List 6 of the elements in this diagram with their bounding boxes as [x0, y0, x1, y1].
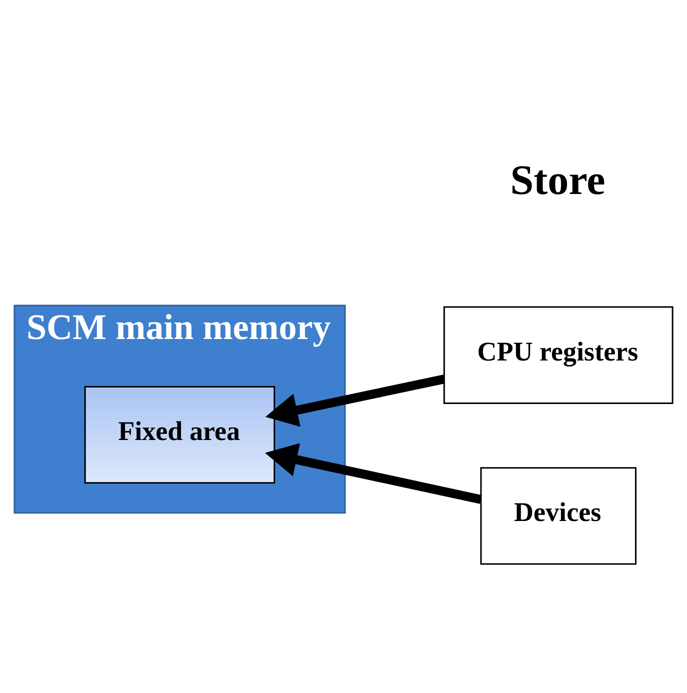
- arrow: [264, 443, 482, 504]
- node-box: CPU registers: [443, 306, 674, 404]
- node-box: Devices: [480, 467, 636, 565]
- node-box: Fixed area: [84, 386, 276, 484]
- label: Store: [510, 158, 606, 204]
- arrow: [265, 374, 446, 427]
